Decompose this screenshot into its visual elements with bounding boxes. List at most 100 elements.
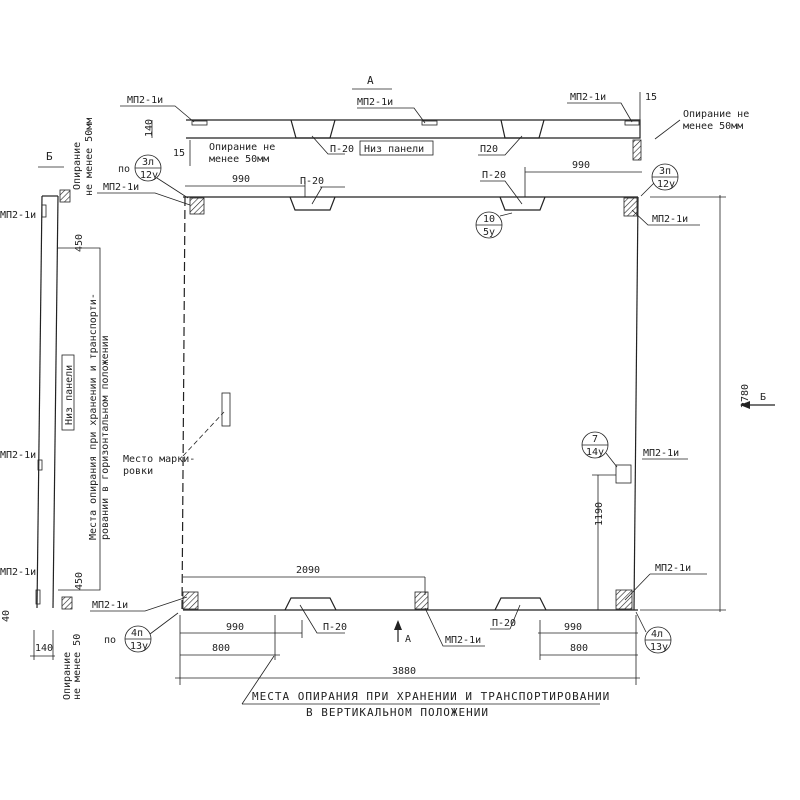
dim-990-bot-right: 990 <box>564 622 582 633</box>
callout-prefix: по <box>104 635 116 646</box>
dim-450-bot: 450 <box>74 572 85 590</box>
rib-a1 <box>290 119 336 139</box>
bottom-of-panel-side-frame <box>61 354 75 431</box>
rib-a2 <box>500 119 545 139</box>
plate-bottom-right <box>615 589 633 610</box>
label-mp-plan-bottom-center: МП2-1и <box>445 635 481 646</box>
callout-top: 10 <box>483 214 495 225</box>
label-mp-plan-top-left: МП2-1и <box>103 182 139 193</box>
dim-3880: 3880 <box>392 666 416 677</box>
support-left-1: Опирание не <box>209 142 275 153</box>
section-a: А МП2-1и МП2-1и МП2-1и П-20 П20 Низ пане… <box>120 74 749 166</box>
support-hatch-right <box>632 139 642 161</box>
plate-bottom-left <box>182 591 199 610</box>
plate-top-left <box>189 197 205 215</box>
dim-990-top-left: 990 <box>232 174 250 185</box>
label-p20-plan-bot2: П-20 <box>492 618 516 629</box>
dim-800-bot-left: 800 <box>212 643 230 654</box>
section-a-label: А <box>367 74 375 87</box>
label-mp-top-left: МП2-1и <box>127 95 163 106</box>
dim-2090: 2090 <box>296 565 320 576</box>
leader <box>97 192 191 206</box>
panel-side-outer <box>36 195 43 609</box>
embedded-plate-a-left <box>191 120 208 126</box>
support-hatch-side-top <box>59 189 71 203</box>
label-mp-side-mid: МП2-1и <box>0 450 36 461</box>
leader <box>480 180 523 205</box>
callout-bottom: 13у <box>650 642 668 653</box>
dim-40: 40 <box>1 610 12 622</box>
dim-3780: 3780 <box>740 384 751 408</box>
label-mp-side-top: МП2-1и <box>0 210 36 221</box>
support-left-2: менее 50мм <box>209 154 269 165</box>
label-bottom-of-panel-side: Низ панели <box>64 365 75 425</box>
leader <box>90 596 188 612</box>
leader <box>299 604 345 634</box>
callout-top: 3л <box>142 157 154 168</box>
leader <box>567 102 633 123</box>
rib-bottom-1 <box>284 597 337 611</box>
support-side-bot-2: не менее 50 <box>72 634 83 700</box>
leader <box>120 105 195 123</box>
leader <box>624 573 707 601</box>
callout-top: 4п <box>131 628 143 639</box>
callout-top: 7 <box>592 434 598 445</box>
marking-2: ровки <box>123 466 153 477</box>
section-b: Б МП2-1и МП2-1и МП2-1и Опирание не менее… <box>0 118 111 700</box>
plate-side-bottom <box>35 589 41 605</box>
support-side-top-1: Опирание <box>72 142 83 190</box>
leader <box>424 607 485 647</box>
plate-bottom-center <box>414 591 429 610</box>
embedded-plate-a-center <box>421 120 438 126</box>
label-p20-a2: П20 <box>480 144 498 155</box>
callout-bottom: 13у <box>130 641 148 652</box>
label-p20-plan-top1: П-20 <box>300 176 324 187</box>
section-arrow-b: Б <box>740 392 775 409</box>
plate-side-top <box>41 204 47 218</box>
leader <box>182 411 225 457</box>
arrow-b-label: Б <box>760 392 766 403</box>
section-arrow-a: А <box>394 620 411 645</box>
dim-450-top: 450 <box>74 234 85 252</box>
dim-140-top: 140 <box>144 119 155 137</box>
callout-prefix: по <box>118 164 130 175</box>
leader <box>654 119 681 140</box>
horizontal-support-2: ровании в горизонтальном положении <box>100 335 111 540</box>
rib-top-1 <box>289 196 336 211</box>
dim-140-side: 140 <box>35 643 53 654</box>
leader <box>357 107 426 124</box>
label-mp-plan-top-right: МП2-1и <box>652 214 688 225</box>
label-mp-plan-bottom-left: МП2-1и <box>92 600 128 611</box>
support-side-top-2: не менее 50мм <box>84 118 95 196</box>
plan-left-edge <box>181 196 186 611</box>
support-hatch-side-bottom <box>61 596 73 610</box>
callout-bottom: 14у <box>586 447 604 458</box>
bottom-of-panel-frame <box>359 140 434 156</box>
support-right-1: Опирание не <box>683 109 749 120</box>
callout-7: 7 14у <box>581 431 618 468</box>
callout-4l: 4л 13у <box>635 611 672 654</box>
leader <box>631 209 700 226</box>
vertical-support-1: МЕСТА ОПИРАНИЯ ПРИ ХРАНЕНИИ И ТРАНСПОРТИ… <box>252 690 610 703</box>
label-bottom-of-panel: Низ панели <box>364 144 424 155</box>
dim-15-right: 15 <box>645 92 657 103</box>
plate-right-mid <box>615 464 632 484</box>
callout-bottom: 12у <box>140 170 158 181</box>
dim-1190: 1190 <box>594 502 605 526</box>
dim-800-bot-right: 800 <box>570 643 588 654</box>
horizontal-support-1: Места опирания при хранении и транспорти… <box>88 293 99 540</box>
dim-990-top-right: 990 <box>572 160 590 171</box>
label-p20-plan-bot1: П-20 <box>323 622 347 633</box>
rib-bottom-2 <box>494 597 547 611</box>
vertical-support-2: В ВЕРТИКАЛЬНОМ ПОЛОЖЕНИИ <box>306 706 489 719</box>
label-p20-plan-top2: П-20 <box>482 170 506 181</box>
marking-place <box>221 392 231 427</box>
support-side-bot-1: Опирание <box>62 652 73 700</box>
dim-15-left: 15 <box>173 148 185 159</box>
embedded-plate-a-right <box>624 120 640 126</box>
panel-side-inner <box>52 195 59 609</box>
callout-top: 4л <box>651 629 663 640</box>
plate-side-mid <box>37 459 43 471</box>
panel-section-a-outline <box>186 119 641 139</box>
